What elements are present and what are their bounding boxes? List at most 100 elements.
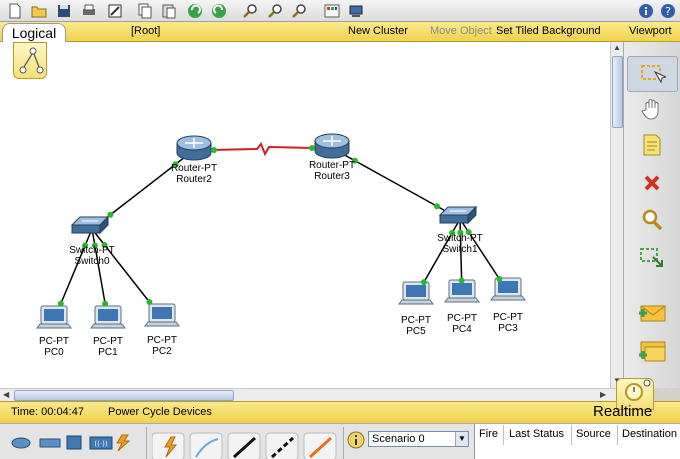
pc3-device[interactable] <box>490 277 526 301</box>
router3-device[interactable] <box>314 133 350 159</box>
zoom-out-icon[interactable] <box>290 2 308 20</box>
link-light <box>309 145 315 151</box>
routers-icon[interactable] <box>11 437 31 449</box>
switch0-device[interactable] <box>70 215 110 235</box>
save-icon[interactable] <box>55 2 73 20</box>
redo-icon[interactable] <box>210 2 228 20</box>
hand-move-icon[interactable] <box>637 94 667 124</box>
pdu-list-table[interactable]: Fire Last Status Source Destination <box>474 424 680 459</box>
vertical-scroll-thumb[interactable] <box>612 56 623 128</box>
pc5-model-label: PC-PT <box>401 315 431 326</box>
scroll-left-icon[interactable]: ◀ <box>3 390 10 399</box>
scroll-up-icon[interactable]: ▲ <box>613 43 621 52</box>
viewport-button[interactable]: Viewport <box>629 25 672 37</box>
pc2-name-label: PC2 <box>152 346 172 357</box>
wireless-icon[interactable]: ((·)) <box>89 436 113 450</box>
zoom-in-icon[interactable] <box>241 2 259 20</box>
serial-link-router2-router3[interactable] <box>211 142 315 157</box>
copper-cross-icon[interactable] <box>265 432 299 459</box>
router2-name-label: Router2 <box>176 174 212 185</box>
link-light <box>91 242 98 249</box>
scenario-info-icon[interactable] <box>347 431 365 449</box>
pc1-device[interactable] <box>90 305 126 329</box>
pc2-model-label: PC-PT <box>147 335 177 346</box>
column-header-last-status[interactable]: Last Status <box>509 428 565 440</box>
connections-icon[interactable] <box>116 434 131 452</box>
router2-device[interactable] <box>176 135 212 161</box>
link-light <box>107 211 114 218</box>
link-light <box>146 298 153 305</box>
move-object-button[interactable]: Move Object <box>430 25 492 37</box>
logical-view-badge[interactable] <box>13 42 47 79</box>
add-complex-pdu-icon[interactable] <box>637 337 667 367</box>
copy-icon[interactable] <box>136 2 154 20</box>
print-icon[interactable] <box>80 2 98 20</box>
help-icon[interactable]: ? <box>659 2 677 20</box>
column-header-destination[interactable]: Destination <box>622 428 678 440</box>
fiber-icon[interactable] <box>303 432 337 459</box>
select-icon[interactable] <box>627 56 678 92</box>
column-header-source[interactable]: Source <box>576 428 611 440</box>
vertical-scrollbar[interactable]: ▲ ▼ <box>610 42 623 388</box>
link-light <box>458 277 465 284</box>
horizontal-scroll-thumb[interactable] <box>14 390 234 401</box>
copper-link-router3-switch1[interactable] <box>331 147 461 220</box>
new-cluster-button[interactable]: New Cluster <box>348 25 408 37</box>
note-icon[interactable] <box>637 130 667 160</box>
copper-straight-icon[interactable] <box>227 432 261 459</box>
stopwatch-icon <box>625 379 651 401</box>
link-light <box>102 300 109 307</box>
svg-text:((·)): ((·)) <box>94 440 107 448</box>
info-icon[interactable] <box>637 2 655 20</box>
new-file-icon[interactable] <box>6 2 24 20</box>
pc2-device[interactable] <box>144 303 180 327</box>
open-folder-icon[interactable] <box>30 2 48 20</box>
set-tiled-background-button[interactable]: Set Tiled Background <box>496 25 601 37</box>
panel-divider <box>343 427 344 459</box>
resize-shape-icon[interactable] <box>637 243 667 273</box>
switch1-device[interactable] <box>438 205 478 225</box>
chevron-down-icon[interactable]: ▼ <box>455 432 468 446</box>
logical-tab[interactable]: Logical <box>2 23 66 42</box>
delete-icon[interactable] <box>637 168 667 198</box>
column-separator <box>571 425 572 445</box>
device-categories: ((·)) <box>10 433 135 452</box>
router3-name-label: Router3 <box>314 171 350 182</box>
scenario-select[interactable]: Scenario 0 ▼ <box>368 431 469 447</box>
pc1-name-label: PC1 <box>98 347 118 358</box>
paste-icon[interactable] <box>160 2 178 20</box>
pc0-device[interactable] <box>36 305 72 329</box>
console-cable-icon[interactable] <box>189 432 223 459</box>
link-light <box>172 161 179 168</box>
root-breadcrumb[interactable]: [Root] <box>131 25 161 37</box>
switch0-model-label: Switch-PT <box>69 245 115 256</box>
main-toolbar: ? <box>0 0 680 22</box>
auto-connection-icon[interactable] <box>151 432 185 459</box>
palette-icon[interactable] <box>323 2 341 20</box>
activity-wizard-icon[interactable] <box>106 2 124 20</box>
custom-device-icon[interactable] <box>347 2 365 20</box>
link-light <box>82 242 89 249</box>
undo-icon[interactable] <box>186 2 204 20</box>
column-header-fire[interactable]: Fire <box>479 428 498 440</box>
pc3-model-label: PC-PT <box>493 312 523 323</box>
hubs-icon[interactable] <box>66 435 82 450</box>
switches-icon[interactable] <box>39 438 61 448</box>
horizontal-scrollbar[interactable]: ◀ ▶ <box>0 388 623 401</box>
pc4-device[interactable] <box>444 279 480 303</box>
inspect-icon[interactable] <box>637 205 667 235</box>
pc5-device[interactable] <box>398 281 434 305</box>
link-light <box>433 203 440 210</box>
power-cycle-devices-button[interactable]: Power Cycle Devices <box>108 406 212 418</box>
scroll-right-icon[interactable]: ▶ <box>600 390 607 399</box>
realtime-mode-badge[interactable] <box>616 378 654 410</box>
panel-divider <box>146 427 147 459</box>
zoom-reset-icon[interactable] <box>266 2 284 20</box>
add-simple-pdu-icon[interactable] <box>637 298 667 328</box>
